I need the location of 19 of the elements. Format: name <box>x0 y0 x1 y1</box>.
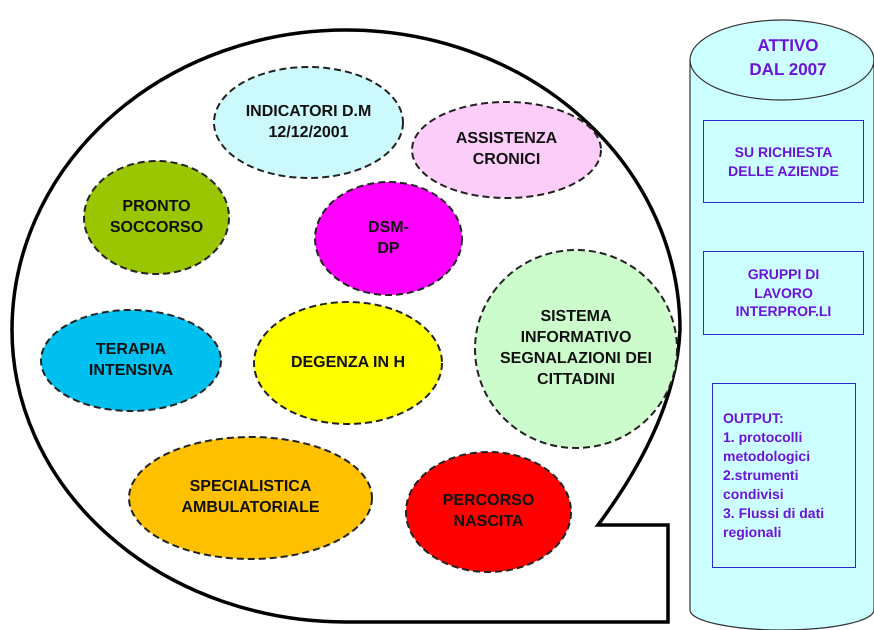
topic-label: SPECIALISTICA AMBULATORIALE <box>180 477 321 518</box>
topic-label: SISTEMA INFORMATIVO SEGNALAZIONI DEI CITTADINI <box>498 307 653 390</box>
topic-label: INDICATORI D.M 12/12/2001 <box>244 102 372 142</box>
topic-label: ASSISTENZA CRONICI <box>454 129 558 170</box>
topic-label: SU RICHIESTA DELLE AZIENDE <box>727 142 840 180</box>
topic-label: PRONTO SOCCORSO <box>108 196 204 238</box>
topic-label: PERCORSO NASCITA <box>442 491 536 532</box>
box-heading: OUTPUT: <box>723 409 784 428</box>
topic-label: TERAPIA INTENSIVA <box>88 340 174 380</box>
topic-label: GRUPPI DI LAVORO INTERPROF.LI <box>734 264 832 322</box>
cylinder-title: ATTIVO DAL 2007 <box>748 35 828 81</box>
info-box <box>712 383 856 568</box>
topic-label: DSM- DP <box>367 218 410 258</box>
info-box <box>703 120 864 203</box>
list-item: 1. protocolli metodologici <box>723 428 812 466</box>
list-item: 3. Flussi di dati regionali <box>723 504 826 542</box>
topic-label: DEGENZA IN H <box>290 352 406 373</box>
info-box <box>703 251 864 335</box>
list-item: 2.strumenti condivisi <box>723 466 800 504</box>
